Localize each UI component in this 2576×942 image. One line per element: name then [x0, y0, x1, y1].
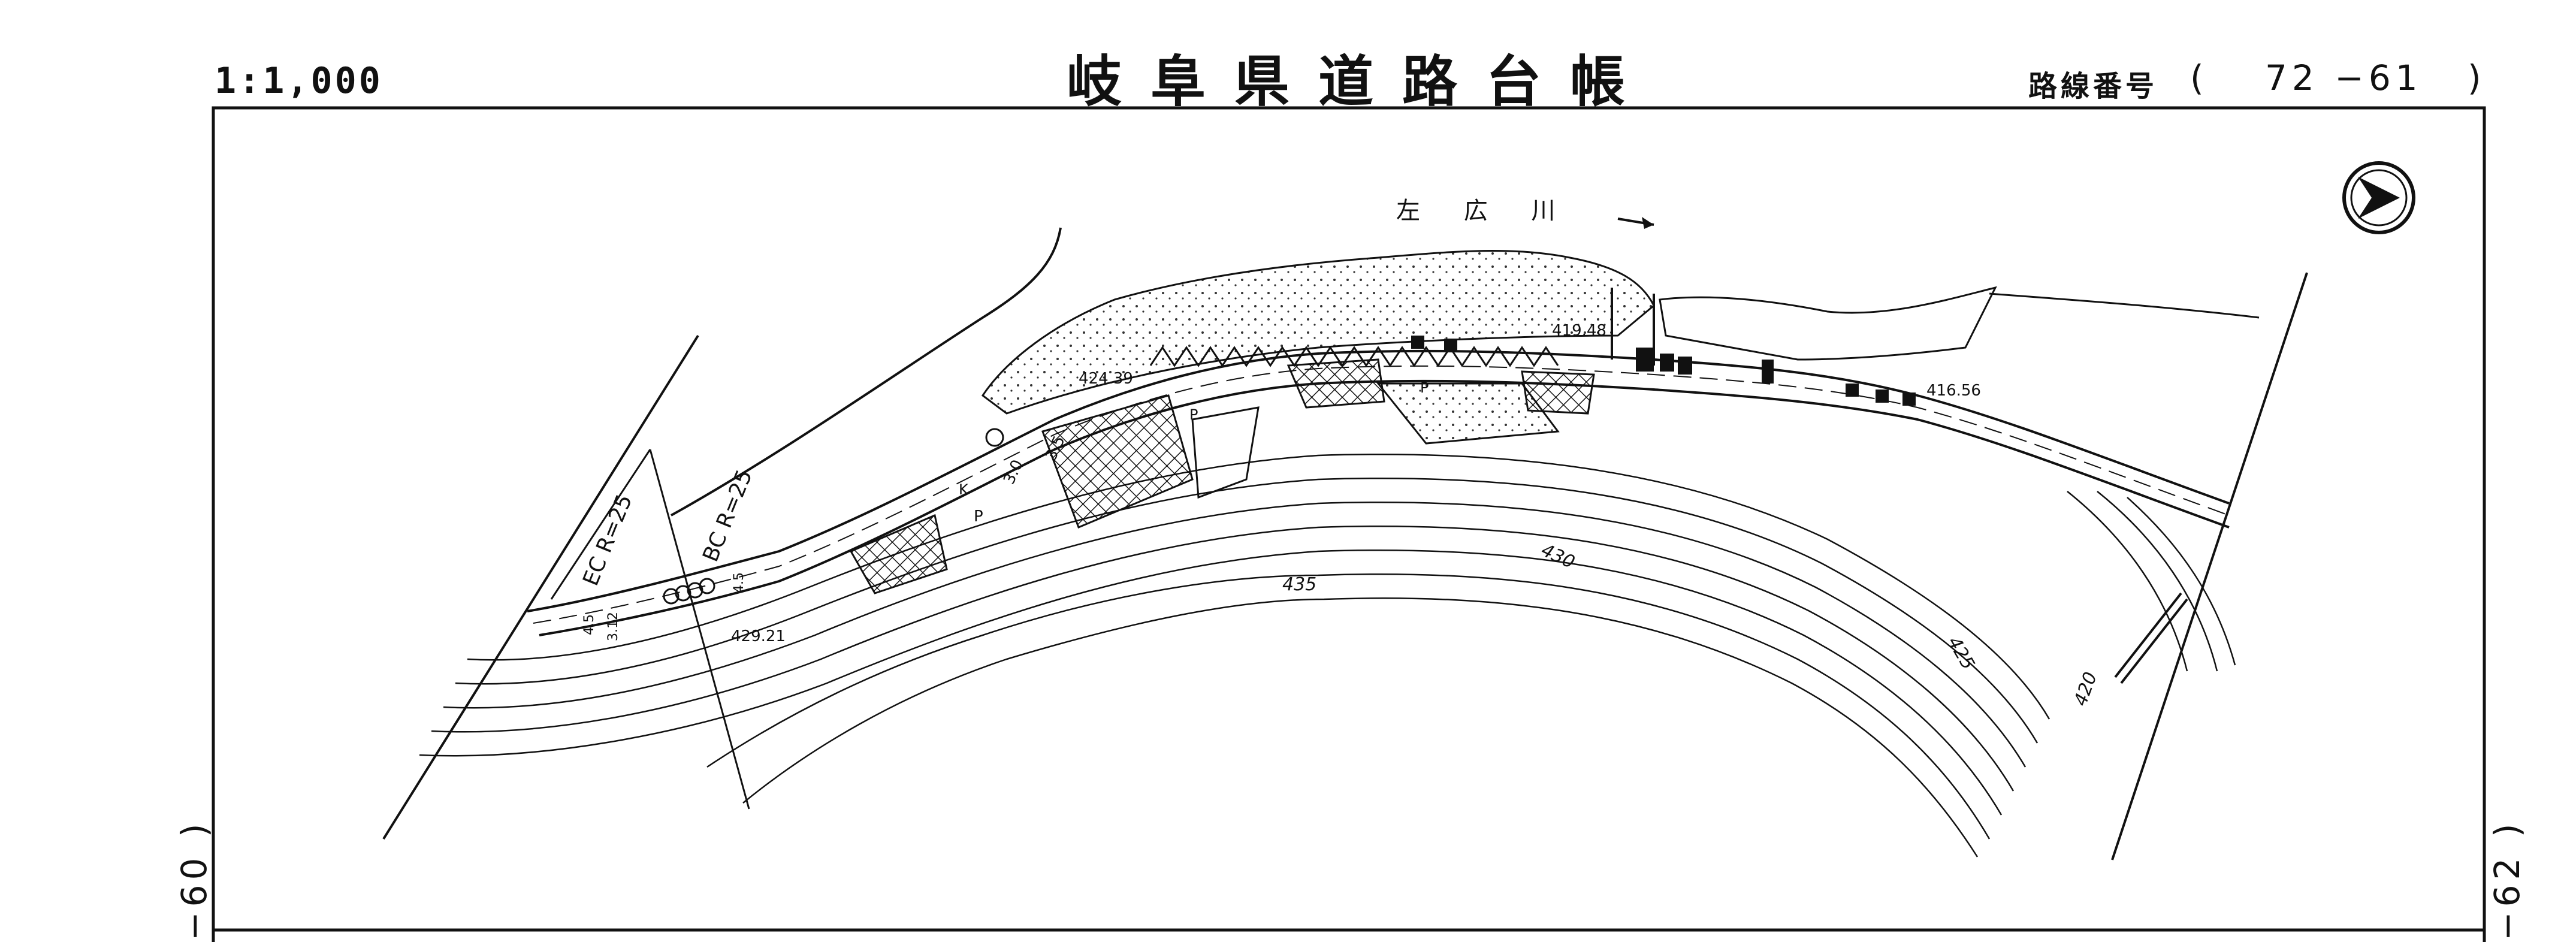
curve-label-ec: EC R=25 [578, 491, 637, 589]
elevation-label-2: 419.48 [1552, 322, 1606, 340]
road-center-line [533, 365, 2230, 624]
contour-lines-right [2067, 491, 2236, 672]
elevation-label-3: 416.56 [1926, 382, 1981, 400]
map-title: 岐阜県道路台帳 [1067, 49, 1654, 114]
hatched-area-3 [1287, 358, 1385, 409]
symbol-p-2: P [1189, 406, 1198, 423]
road-edge-upper [527, 349, 2230, 612]
road-edge-lower [539, 379, 2230, 636]
hatched-area-2 [849, 514, 948, 594]
map-frame [212, 106, 2486, 942]
retaining-wall [1149, 346, 1559, 367]
elevation-label-4: 429.21 [731, 627, 786, 645]
symbol-p-3: P [1420, 379, 1429, 396]
route-number-close-paren: ) [2468, 58, 2481, 98]
north-arrow-icon [2342, 161, 2415, 234]
curve-line-bc [649, 449, 750, 810]
sheet-boundary-right [2111, 272, 2308, 861]
symbol-k: K [959, 481, 969, 498]
river-label: 左 広 川 [1396, 197, 1573, 225]
map-scale: 1:1,000 [215, 60, 383, 102]
route-number-value: 72 −61 [2265, 58, 2423, 98]
curve-line-ec [550, 449, 651, 600]
contour-lines [419, 454, 2050, 858]
hatched-area-1 [1041, 394, 1194, 529]
contour-label-425: 425 [1943, 633, 1979, 674]
contour-label-420: 420 [2070, 669, 2101, 709]
bridge-lines [1611, 288, 2188, 684]
river-bank-line [671, 227, 1062, 517]
river-flow-arrow-icon [1617, 217, 1654, 229]
riverbank-area [981, 249, 1655, 415]
contour-label-430: 430 [1538, 540, 1578, 573]
route-number-open-paren: ( [2190, 58, 2204, 98]
sheet-boundary-left [382, 334, 699, 840]
plot-outline-2 [1376, 382, 1560, 445]
road-width-label-1: 3.0 [1000, 457, 1027, 487]
riverbank-upper-right [1989, 292, 2260, 319]
riverbank-area-right [1659, 286, 1997, 361]
roadside-structures [1411, 336, 1916, 406]
shrub-cluster [663, 428, 1004, 605]
elevation-label-1: 424.39 [1079, 370, 1133, 388]
road-width-label-5: 4.5 [582, 614, 597, 635]
contour-label-435: 435 [1282, 574, 1316, 595]
symbol-p-1: P [974, 508, 983, 526]
road-width-label-3: 4.5 [732, 572, 747, 593]
road-width-label-4: 3.12 [606, 612, 621, 641]
route-number-label: 路線番号 [2028, 70, 2158, 103]
plot-outline-1 [1191, 406, 1260, 499]
